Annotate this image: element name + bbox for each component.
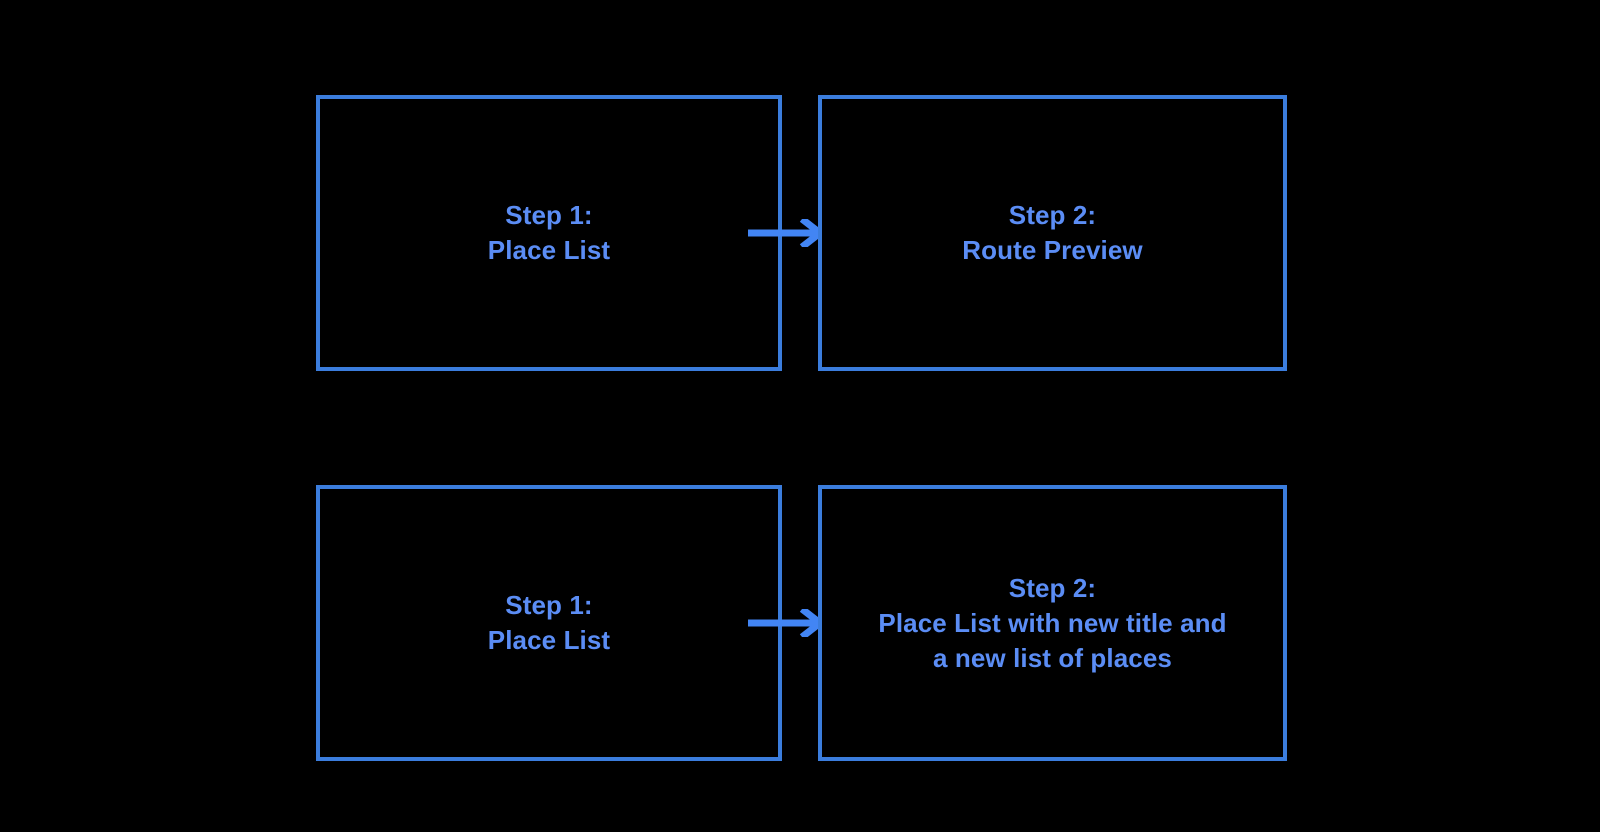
flow-arrow-row1 [748,609,826,637]
step-box-label: Step 2: Place List with new title and a … [878,572,1227,673]
step-box-row0-step2[interactable]: Step 2: Route Preview [818,95,1287,371]
step-box-label: Step 2: Route Preview [962,200,1143,265]
step-box-label: Step 1: Place List [487,590,611,655]
step-box-label: Step 1: Place List [487,200,611,265]
flow-row-route-preview: Step 1: Place List Step 2: Route Preview [0,95,1600,371]
step-box-row1-step2[interactable]: Step 2: Place List with new title and a … [818,485,1287,761]
step-box-row0-step1[interactable]: Step 1: Place List [316,95,782,371]
flow-arrow-row0 [748,219,826,247]
step-box-row1-step1[interactable]: Step 1: Place List [316,485,782,761]
flow-row-place-list-update: Step 1: Place List Step 2: Place List wi… [0,485,1600,761]
